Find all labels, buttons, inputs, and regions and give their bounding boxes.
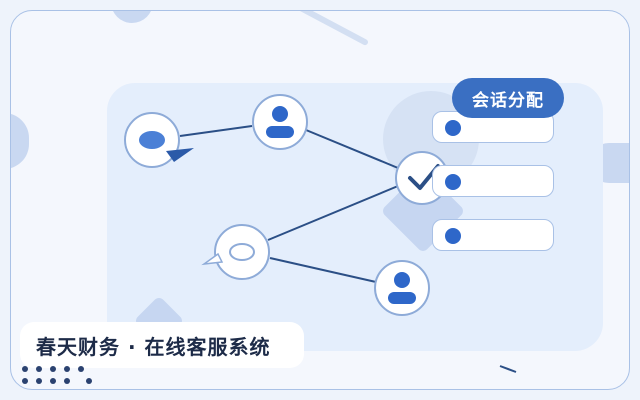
deco-dot-grid <box>22 366 102 388</box>
user-avatar-icon <box>252 94 308 150</box>
link-ring-check <box>267 185 399 241</box>
session-assign-badge: 会话分配 <box>452 78 564 118</box>
deco-circle-top <box>111 11 153 23</box>
chat-ring-icon <box>201 224 270 280</box>
queue-dot <box>445 120 461 136</box>
chat-bubble-icon <box>124 112 194 168</box>
page-title: 春天财务 · 在线客服系统 <box>20 322 304 368</box>
link-ring-agent2 <box>269 257 377 283</box>
link-chat-agent <box>179 125 253 137</box>
deco-small-stroke <box>499 365 517 373</box>
queue-slot-3 <box>432 219 554 251</box>
deco-circle-left <box>11 113 29 169</box>
queue-dot <box>445 228 461 244</box>
link-agent-check <box>305 129 399 169</box>
queue-dot <box>445 174 461 190</box>
queue-slot-2 <box>432 165 554 197</box>
user-avatar-icon-2 <box>374 260 430 316</box>
